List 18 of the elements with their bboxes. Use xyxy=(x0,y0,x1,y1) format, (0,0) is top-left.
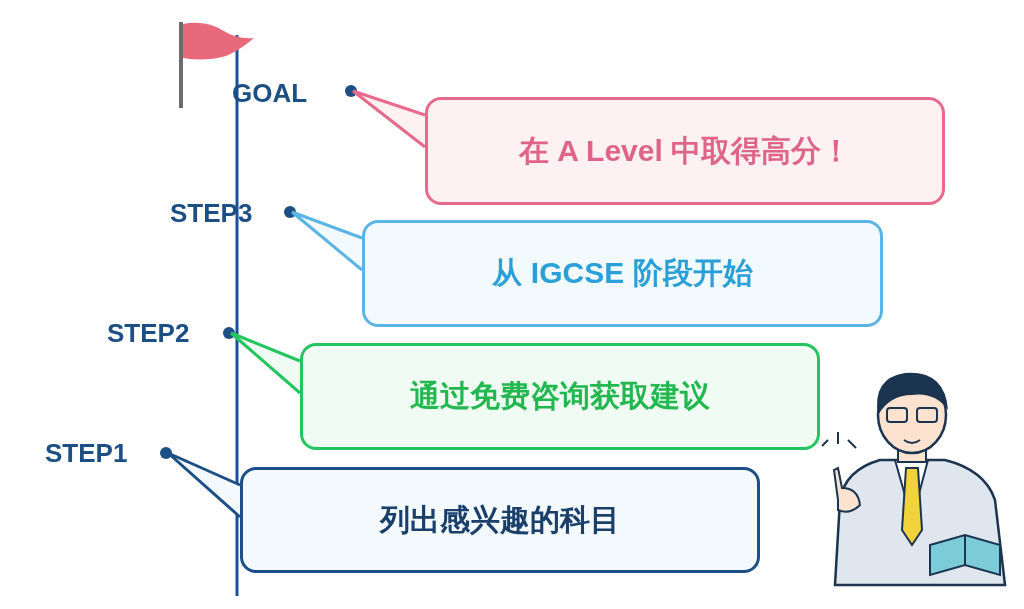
timeline-dot xyxy=(345,85,357,97)
bubble-text: 在 A Level 中取得高分！ xyxy=(518,132,852,169)
speech-bubble-tail xyxy=(166,451,242,519)
bubble-text: 从 IGCSE 阶段开始 xyxy=(492,255,753,291)
speech-bubble-tail xyxy=(229,331,302,395)
bubble-text: 通过免费咨询获取建议 xyxy=(410,378,710,414)
timeline-dot xyxy=(284,206,296,218)
goal-bubble xyxy=(425,97,945,205)
speech-bubble-tail xyxy=(351,89,427,149)
step-bubble xyxy=(300,343,820,450)
bubble-text: 列出感兴趣的科目 xyxy=(380,501,620,538)
step-bubble xyxy=(362,220,883,327)
step-label: STEP1 xyxy=(45,438,128,468)
timeline-dot xyxy=(160,447,172,459)
timeline-dot xyxy=(223,327,235,339)
step-label: STEP2 xyxy=(107,318,190,348)
step-bubble xyxy=(240,467,760,573)
speech-bubble-tail xyxy=(290,210,364,272)
